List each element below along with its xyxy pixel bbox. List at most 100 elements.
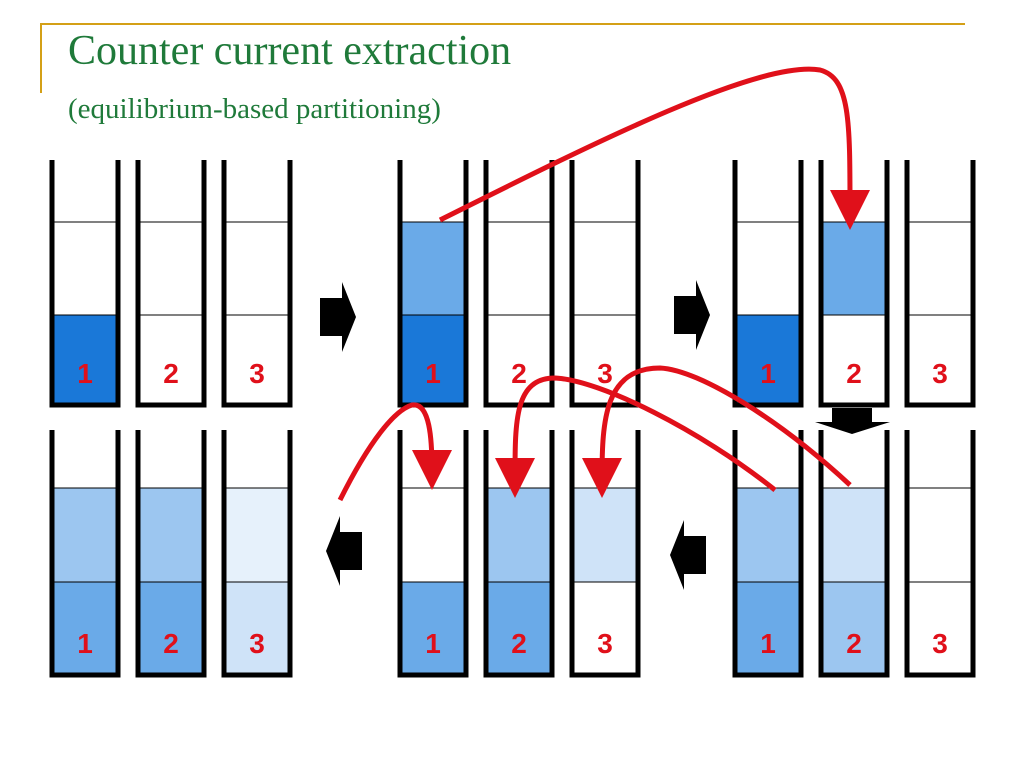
tube-outline <box>135 430 207 678</box>
lower-phase <box>400 582 466 675</box>
tube-number-label: 1 <box>425 628 441 659</box>
upper-phase <box>224 222 290 315</box>
lower-phase <box>735 582 801 675</box>
lower-phase <box>486 582 552 675</box>
tube-outline <box>135 160 207 408</box>
flow-arrow-to-tube-3 <box>582 365 852 498</box>
tube-number-label: 3 <box>932 358 948 389</box>
upper-phase <box>907 222 973 315</box>
tube-outline <box>221 430 293 678</box>
tube-number-label: 2 <box>846 628 862 659</box>
lower-phase <box>224 582 290 675</box>
step-arrow-1 <box>320 282 356 352</box>
slide-title: Counter current extraction <box>68 28 512 74</box>
tube-3: 3 <box>569 430 641 678</box>
tube-outline <box>569 160 641 408</box>
tube-outline <box>483 430 555 678</box>
upper-phase <box>486 222 552 315</box>
step-arrow-left-2 <box>326 516 362 586</box>
stage-3: 1 2 3 <box>732 160 976 408</box>
tube-number-label: 1 <box>77 628 93 659</box>
tube-1: 1 <box>49 160 121 408</box>
tube-3: 3 <box>904 430 976 678</box>
tube-number-label: 3 <box>932 628 948 659</box>
tube-number-label: 2 <box>846 358 862 389</box>
tube-number-label: 2 <box>163 358 179 389</box>
tube-outline <box>818 430 890 678</box>
tube-3: 3 <box>221 430 293 678</box>
tube-3: 3 <box>904 160 976 408</box>
lower-phase <box>138 315 204 405</box>
upper-phase <box>400 488 466 582</box>
upper-phase <box>52 222 118 315</box>
tube-2: 2 <box>818 160 890 408</box>
lower-phase <box>735 315 801 405</box>
tube-3: 3 <box>221 160 293 408</box>
tube-1: 1 <box>397 160 469 408</box>
step-arrow-left-1 <box>670 520 706 590</box>
upper-phase <box>907 488 973 582</box>
tube-outline <box>221 160 293 408</box>
tube-number-label: 2 <box>511 628 527 659</box>
stage-1: 1 2 3 <box>49 160 293 408</box>
tube-2: 2 <box>483 430 555 678</box>
tube-outline <box>397 160 469 408</box>
tube-number-label: 1 <box>425 358 441 389</box>
upper-phase <box>735 222 801 315</box>
tube-outline <box>732 430 804 678</box>
tube-2: 2 <box>483 160 555 408</box>
lower-phase <box>907 315 973 405</box>
upper-phase <box>138 222 204 315</box>
step-arrow-2 <box>674 280 710 350</box>
flow-arrow-upper-phase-to-tube-2 <box>438 66 870 230</box>
tube-number-label: 2 <box>511 358 527 389</box>
lower-phase <box>907 582 973 675</box>
tube-2: 2 <box>135 160 207 408</box>
tube-number-label: 3 <box>249 358 265 389</box>
top-rule <box>40 23 965 25</box>
tube-1: 1 <box>49 430 121 678</box>
upper-phase <box>572 222 638 315</box>
stage-2: 1 2 3 <box>397 160 641 408</box>
flow-arrow-to-tube-1 <box>337 402 452 502</box>
lower-phase <box>52 582 118 675</box>
tube-3: 3 <box>569 160 641 408</box>
tube-outline <box>904 430 976 678</box>
upper-phase <box>52 488 118 582</box>
tube-1: 1 <box>732 160 804 408</box>
lower-phase <box>224 315 290 405</box>
step-arrow-down <box>815 408 890 434</box>
tube-1: 1 <box>397 430 469 678</box>
tube-number-label: 1 <box>760 628 776 659</box>
tube-outline <box>49 430 121 678</box>
tube-number-label: 3 <box>249 628 265 659</box>
tube-outline <box>732 160 804 408</box>
lower-phase <box>486 315 552 405</box>
upper-phase <box>735 488 801 582</box>
tube-number-label: 1 <box>760 358 776 389</box>
tube-outline <box>49 160 121 408</box>
upper-phase <box>138 488 204 582</box>
tube-outline <box>397 430 469 678</box>
tube-number-label: 3 <box>597 628 613 659</box>
tube-number-label: 3 <box>597 358 613 389</box>
tube-1: 1 <box>732 430 804 678</box>
upper-phase <box>224 488 290 582</box>
tube-2: 2 <box>135 430 207 678</box>
lower-phase <box>52 315 118 405</box>
slide-subtitle: (equilibrium-based partitioning) <box>68 93 441 125</box>
upper-phase <box>821 222 887 315</box>
upper-phase <box>821 488 887 582</box>
tubes-layer: 1 2 3 1 2 3 1 2 3 1 2 3 1 2 3 1 2 3 <box>49 160 976 678</box>
upper-phase <box>486 488 552 582</box>
lower-phase <box>572 582 638 675</box>
stage-5: 1 2 3 <box>397 430 641 678</box>
left-rule <box>40 23 42 93</box>
upper-phase <box>400 222 466 315</box>
stage-6: 1 2 3 <box>49 430 293 678</box>
tube-number-label: 2 <box>163 628 179 659</box>
lower-phase <box>400 315 466 405</box>
lower-phase <box>821 582 887 675</box>
